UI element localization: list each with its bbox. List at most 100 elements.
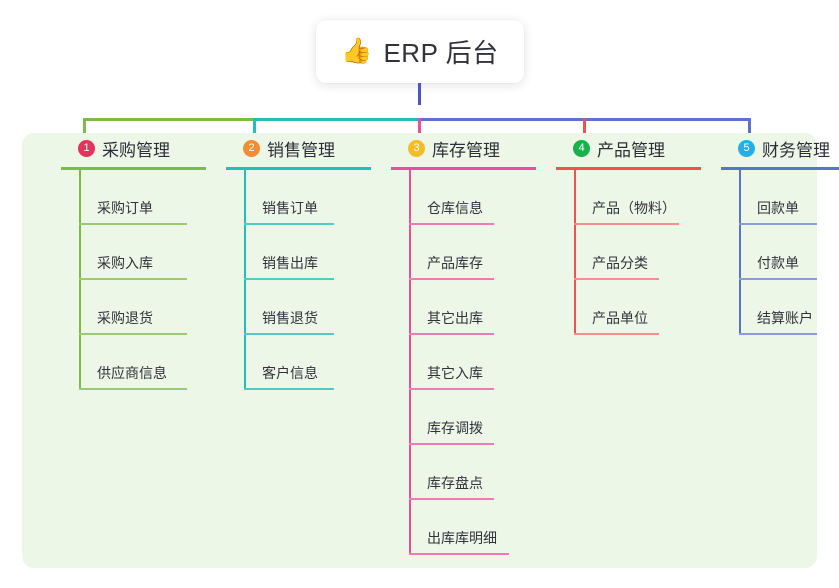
drop-connector-2 bbox=[253, 118, 256, 144]
column-rule-3 bbox=[391, 167, 536, 170]
leaf-label: 库存调拨 bbox=[427, 420, 483, 436]
list-item[interactable]: 产品分类 bbox=[574, 225, 659, 280]
column-title-5: 财务管理 bbox=[762, 140, 830, 160]
leaf-rule bbox=[79, 278, 187, 280]
column-rule-2 bbox=[226, 167, 371, 170]
column-rule-1 bbox=[61, 167, 206, 170]
list-item[interactable]: 供应商信息 bbox=[79, 335, 187, 390]
leaf-label: 其它入库 bbox=[427, 365, 483, 381]
leaf-rule bbox=[244, 278, 334, 280]
leaf-label: 其它出库 bbox=[427, 310, 483, 326]
leaf-label: 产品（物料） bbox=[592, 200, 676, 216]
list-item[interactable]: 库存盘点 bbox=[409, 445, 494, 500]
leaf-label: 客户信息 bbox=[262, 365, 318, 381]
leaf-label: 仓库信息 bbox=[427, 200, 483, 216]
leaf-label: 采购订单 bbox=[97, 200, 153, 216]
leaf-label: 产品库存 bbox=[427, 255, 483, 271]
list-item[interactable]: 产品单位 bbox=[574, 280, 659, 335]
leaf-label: 采购入库 bbox=[97, 255, 153, 271]
column-badge-4: 4 bbox=[573, 139, 590, 157]
column-spine-4 bbox=[574, 170, 576, 335]
column-header-4[interactable]: 4 产品管理 bbox=[556, 133, 701, 163]
list-item[interactable]: 产品库存 bbox=[409, 225, 494, 280]
column-title-1: 采购管理 bbox=[102, 140, 170, 160]
column-badge-1: 1 bbox=[78, 139, 95, 157]
list-item[interactable]: 采购入库 bbox=[79, 225, 187, 280]
column-product: 4 产品管理 产品（物料） 产品分类 产品单位 bbox=[556, 133, 701, 335]
list-item[interactable]: 销售订单 bbox=[244, 170, 334, 225]
leaf-rule bbox=[739, 278, 817, 280]
column-rule-4 bbox=[556, 167, 701, 170]
column-spine-5 bbox=[739, 170, 741, 335]
column-header-2[interactable]: 2 销售管理 bbox=[226, 133, 371, 163]
column-header-3[interactable]: 3 库存管理 bbox=[391, 133, 536, 163]
leaf-rule bbox=[409, 333, 494, 335]
column-sales: 2 销售管理 销售订单 销售出库 销售退货 客户信息 bbox=[226, 133, 371, 390]
leaf-label: 供应商信息 bbox=[97, 365, 167, 381]
leaf-rule bbox=[409, 388, 494, 390]
leaf-rule bbox=[79, 223, 187, 225]
column-header-1[interactable]: 1 采购管理 bbox=[61, 133, 206, 163]
leaf-rule bbox=[574, 333, 659, 335]
leaf-label: 销售出库 bbox=[262, 255, 318, 271]
column-badge-2: 2 bbox=[243, 139, 260, 157]
column-spine-3 bbox=[409, 170, 411, 555]
column-title-3: 库存管理 bbox=[432, 140, 500, 160]
column-badge-3: 3 bbox=[408, 139, 425, 157]
drop-connector-1 bbox=[83, 118, 86, 144]
leaf-label: 产品分类 bbox=[592, 255, 648, 271]
root-node-card[interactable]: 👍 ERP 后台 bbox=[316, 20, 524, 83]
diagram-panel: 1 采购管理 采购订单 采购入库 采购退货 供应商信息 2 销售管理 bbox=[22, 133, 839, 568]
leaf-rule bbox=[409, 223, 494, 225]
leaf-label: 采购退货 bbox=[97, 310, 153, 326]
list-item[interactable]: 采购订单 bbox=[79, 170, 187, 225]
leaf-rule bbox=[409, 443, 494, 445]
column-badge-5: 5 bbox=[738, 139, 755, 157]
list-item[interactable]: 仓库信息 bbox=[409, 170, 494, 225]
list-item[interactable]: 结算账户 bbox=[739, 280, 817, 335]
leaf-label: 出库库明细 bbox=[427, 530, 497, 546]
list-item[interactable]: 其它入库 bbox=[409, 335, 494, 390]
leaf-label: 付款单 bbox=[757, 255, 799, 271]
list-item[interactable]: 产品（物料） bbox=[574, 170, 679, 225]
column-finance: 5 财务管理 回款单 付款单 结算账户 bbox=[721, 133, 839, 335]
leaf-rule bbox=[574, 278, 659, 280]
list-item[interactable]: 库存调拨 bbox=[409, 390, 494, 445]
leaf-rule bbox=[79, 388, 187, 390]
root-node-title: ERP 后台 bbox=[383, 38, 499, 68]
thumbs-up-icon: 👍 bbox=[341, 37, 373, 65]
leaf-rule bbox=[244, 223, 334, 225]
leaf-rule bbox=[409, 553, 509, 555]
drop-connector-4 bbox=[583, 118, 586, 144]
list-item[interactable]: 其它出库 bbox=[409, 280, 494, 335]
list-item[interactable]: 客户信息 bbox=[244, 335, 334, 390]
list-item[interactable]: 销售出库 bbox=[244, 225, 334, 280]
drop-connector-3 bbox=[418, 118, 421, 144]
list-item[interactable]: 回款单 bbox=[739, 170, 817, 225]
leaf-label: 销售退货 bbox=[262, 310, 318, 326]
leaf-rule bbox=[409, 278, 494, 280]
leaf-label: 结算账户 bbox=[757, 310, 813, 326]
column-spine-2 bbox=[244, 170, 246, 390]
bus-segment-2 bbox=[254, 118, 420, 121]
list-item[interactable]: 出库库明细 bbox=[409, 500, 509, 555]
list-item[interactable]: 采购退货 bbox=[79, 280, 187, 335]
leaf-rule bbox=[79, 333, 187, 335]
column-header-5[interactable]: 5 财务管理 bbox=[721, 133, 839, 163]
leaf-label: 销售订单 bbox=[262, 200, 318, 216]
leaf-rule bbox=[244, 388, 334, 390]
leaf-rule bbox=[739, 333, 817, 335]
leaf-label: 产品单位 bbox=[592, 310, 648, 326]
drop-connector-5 bbox=[748, 118, 751, 144]
column-title-2: 销售管理 bbox=[267, 140, 335, 160]
column-title-4: 产品管理 bbox=[597, 140, 665, 160]
list-item[interactable]: 付款单 bbox=[739, 225, 817, 280]
leaf-rule bbox=[574, 223, 679, 225]
leaf-label: 库存盘点 bbox=[427, 475, 483, 491]
column-spine-1 bbox=[79, 170, 81, 390]
root-stem-connector bbox=[418, 83, 421, 105]
leaf-label: 回款单 bbox=[757, 200, 799, 216]
list-item[interactable]: 销售退货 bbox=[244, 280, 334, 335]
column-rule-5 bbox=[721, 167, 839, 170]
leaf-rule bbox=[244, 333, 334, 335]
